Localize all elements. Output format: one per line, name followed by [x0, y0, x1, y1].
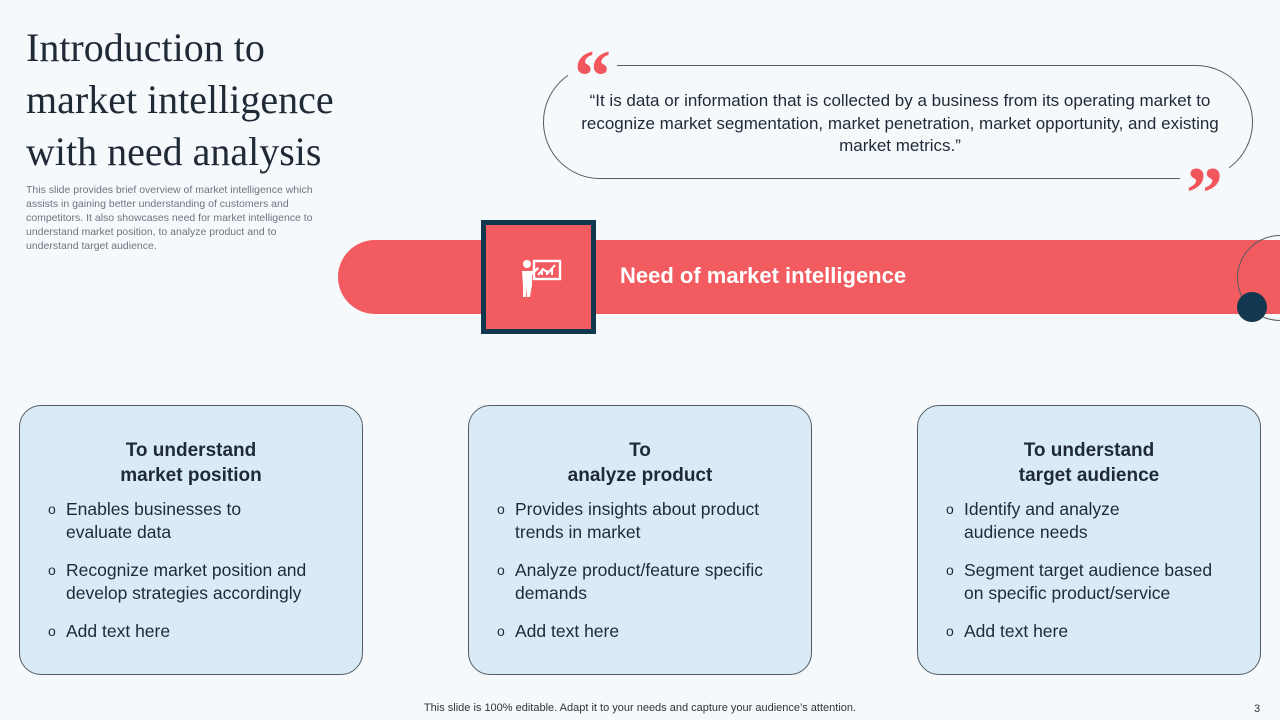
card-heading: To understand market position [120, 440, 262, 486]
bullet-icon: o [497, 501, 505, 517]
bullet-icon: o [48, 623, 56, 639]
presentation-icon [522, 259, 562, 297]
footer-note: This slide is 100% editable. Adapt it to… [423, 702, 857, 714]
open-quote-icon: “ [568, 40, 617, 80]
bullet-icon: o [497, 562, 505, 578]
quote-text: “It is data or information that is colle… [581, 91, 1219, 155]
page-title: Introduction to market intelligence with… [26, 25, 334, 174]
close-quote-icon: ” [1180, 157, 1229, 197]
card-heading: To understand target audience [1018, 440, 1160, 486]
bullet-icon: o [946, 501, 954, 517]
bullet-icon: o [497, 623, 505, 639]
decorative-dot [1237, 292, 1267, 322]
banner-icon-frame [481, 220, 596, 334]
bullet-icon: o [48, 501, 56, 517]
slide-description: This slide provides brief overview of ma… [26, 184, 313, 252]
bullet-icon: o [946, 623, 954, 639]
bullet-icon: o [946, 562, 954, 578]
card-heading: To analyze product [567, 440, 713, 486]
page-number: 3 [1254, 703, 1261, 715]
bullet-icon: o [48, 562, 56, 578]
banner-label: Need of market intelligence [620, 263, 907, 288]
quote-box [543, 65, 1253, 179]
